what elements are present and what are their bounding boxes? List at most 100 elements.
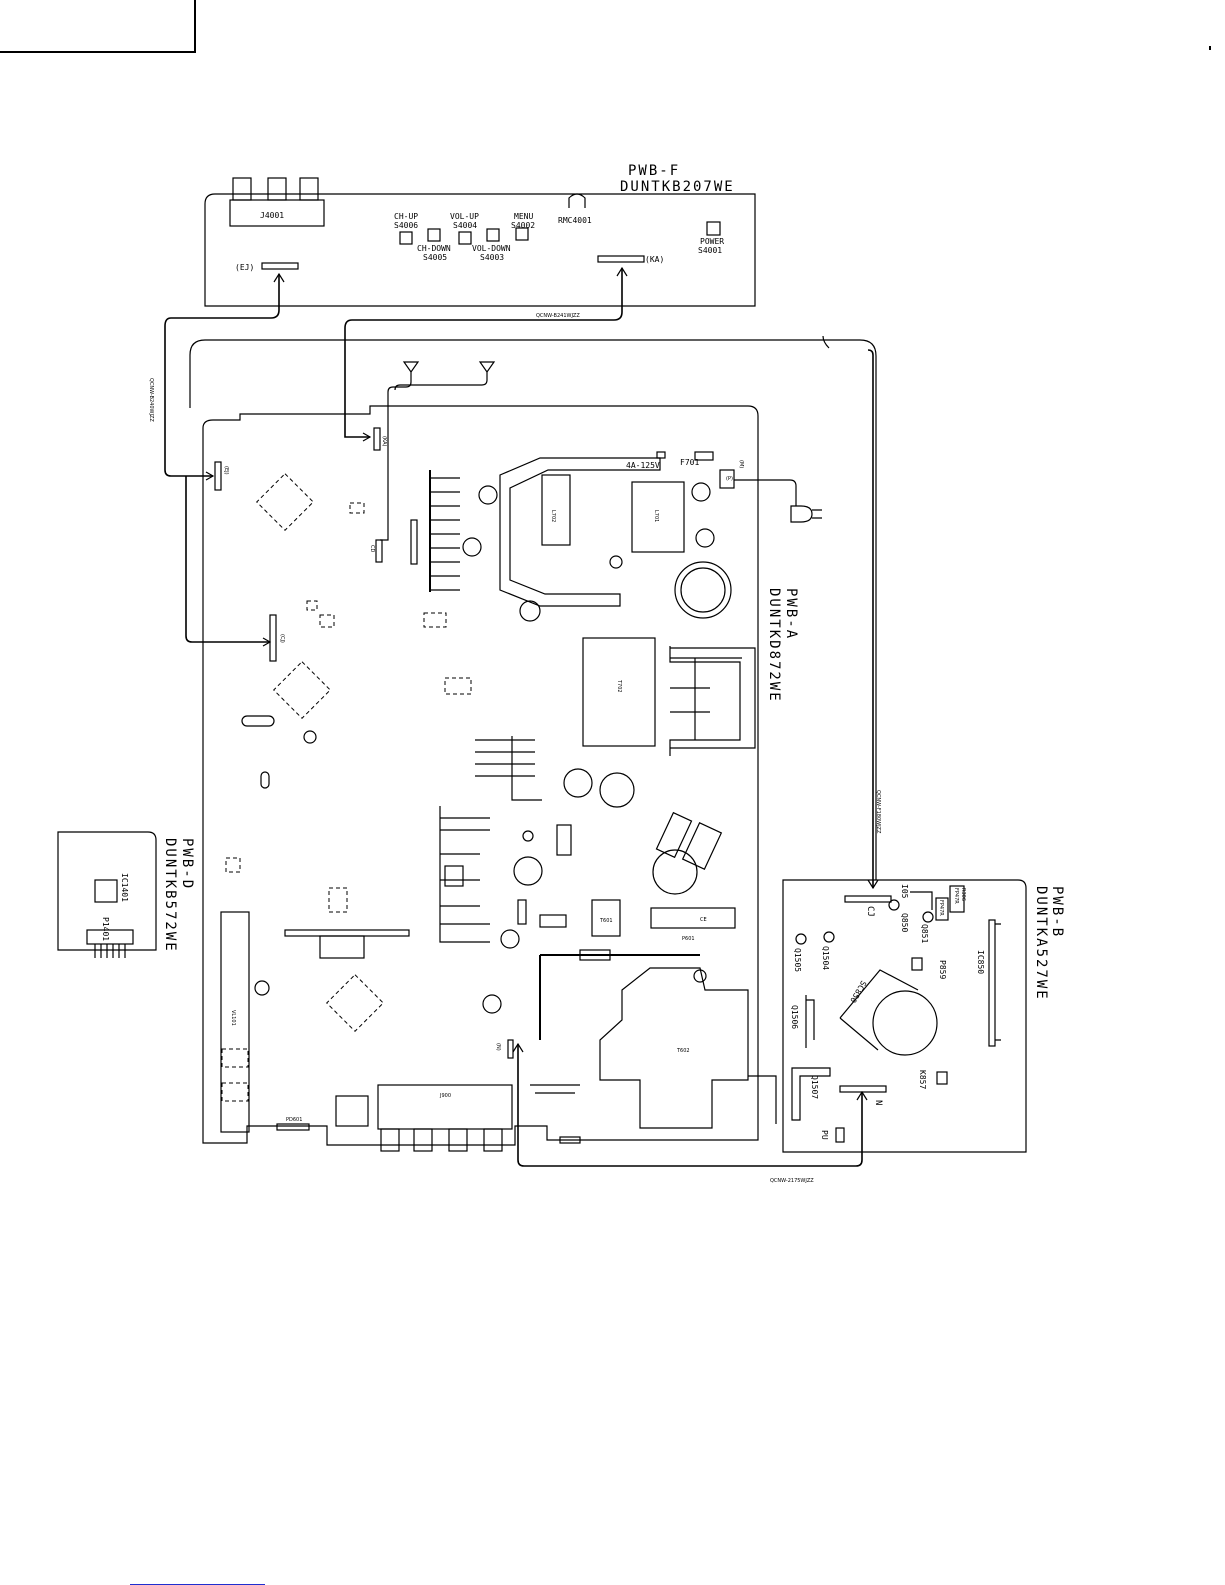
conn-ej-f-label: (EJ): [235, 263, 254, 272]
cable-right-label: QCNW-F180WJZZ: [875, 790, 881, 834]
cable-bottom-label: QCNW-2175WJZZ: [770, 1178, 814, 1184]
l702-label: L702: [550, 510, 556, 522]
q1505-label: Q1505: [793, 948, 802, 972]
pwb-b-board: PWB-B DUNTKA527WE CJ I05 FP47R FP47R R30…: [782, 879, 1065, 1153]
q850-label: Q850: [900, 913, 909, 932]
i05-label: I05: [900, 884, 909, 899]
conn-ka-a-label: (KA): [381, 436, 387, 447]
t601-label: T601: [599, 918, 613, 924]
ic850: [988, 919, 996, 1047]
power-label: POWER: [700, 237, 724, 246]
pwb-b-part: DUNTKA527WE: [1033, 886, 1049, 1001]
p601: [650, 907, 736, 929]
menu-label: MENU: [514, 212, 533, 221]
s4001-label: S4001: [698, 246, 722, 255]
pwb-f-part: DUNTKB207WE: [620, 179, 735, 195]
ch-up-label: CH-UP: [394, 212, 418, 221]
t602-label: T602: [676, 1048, 690, 1054]
jack-j4001: J4001: [229, 177, 325, 227]
corner-mark: [1209, 46, 1211, 50]
q660: [579, 949, 611, 961]
t601: [591, 899, 621, 937]
ic1401-label: IC1401: [120, 873, 129, 902]
header-box: [0, 0, 196, 53]
speaker-right-icon: [478, 361, 496, 374]
vl101: [220, 911, 250, 1133]
sc850-socket: SC850: [839, 969, 938, 1056]
f701-label: F701: [680, 458, 699, 467]
s4006-label: S4006: [394, 221, 418, 230]
fp47r-b-label: FP47R: [953, 888, 959, 904]
j4001-label: J4001: [260, 211, 284, 220]
ic1401: [94, 879, 118, 903]
ac-plug-icon: [790, 505, 813, 523]
sc850-label: SC850: [848, 979, 868, 1005]
switch-s4004: [458, 231, 472, 245]
power-trace: [499, 457, 661, 607]
conn-n-b-label: N: [873, 1100, 883, 1105]
vol-down-label: VOL-DOWN: [472, 244, 511, 253]
l701-label: L701: [653, 510, 659, 522]
t602-flyback: [599, 967, 749, 1129]
pwb-d-board: PWB-D DUNTKB572WE IC1401 P1401: [57, 831, 195, 958]
conn-ej-f: [261, 262, 299, 270]
p601-label: P601: [682, 936, 695, 942]
x801: [319, 935, 365, 959]
p1401: [86, 929, 134, 945]
pwb-d-title: PWB-D: [179, 838, 195, 890]
pd601: [276, 1123, 310, 1131]
vl101-label: VL101: [230, 1010, 236, 1026]
fp47r-a-label: FP47R: [938, 900, 944, 916]
pwb-a-part: DUNTKD872WE: [766, 588, 782, 703]
conn-n-a: [507, 1039, 514, 1059]
cable-left-label: QCNW-B240WJZZ: [148, 378, 154, 422]
pwb-b-title: PWB-B: [1049, 886, 1065, 938]
k857-label: K857: [918, 1070, 927, 1089]
conn-n-a-label: (N): [495, 1043, 501, 1051]
s4003-label: S4003: [480, 253, 504, 262]
conn-m-label: (M): [738, 460, 744, 468]
pwb-a-title: PWB-A: [783, 588, 799, 640]
r306-label: R306: [960, 888, 966, 901]
conn-cj-a: [269, 614, 277, 662]
conn-cd: [375, 539, 383, 563]
switch-s4002: [515, 227, 529, 241]
ch-down-label: CH-DOWN: [417, 244, 451, 253]
conn-p-label: (P): [726, 476, 733, 482]
ic-diamond-1: [256, 473, 314, 531]
pwb-a-board: PWB-A DUNTKD872WE (KA) (EJ) (CJ) CD: [189, 339, 877, 1152]
switch-s4005: [427, 228, 441, 242]
ic-diamond-2: [273, 661, 331, 719]
pwb-f-title: PWB-F: [628, 163, 680, 179]
l701: [631, 481, 685, 553]
rmc4001-label: RMC4001: [558, 216, 592, 225]
j900-jack: [377, 1084, 513, 1130]
remote-receiver-icon: [568, 193, 586, 208]
conn-ka-a: [373, 427, 381, 451]
pwb-d-part: DUNTKB572WE: [162, 838, 178, 953]
conn-ej-a-label: (EJ): [223, 466, 229, 475]
s4002-label: S4002: [511, 221, 535, 230]
switch-s4003: [486, 228, 500, 242]
pwb-f-board: PWB-F DUNTKB207WE J4001 CH-UP S4006 CH-D…: [204, 163, 756, 307]
s4004-label: S4004: [453, 221, 477, 230]
heatsink-2: [475, 736, 542, 801]
q1507-label: Q1507: [810, 1075, 819, 1099]
t702-label: T702: [616, 679, 622, 693]
pu-label: PU: [820, 1130, 829, 1140]
conn-ej-a: [214, 461, 222, 491]
p1401-label: P1401: [101, 917, 110, 941]
heatsink-1: [410, 470, 460, 592]
cable-routes: QCNW-B240WJZZ QCNW-B241WJZZ QCNW-F180WJZ…: [148, 266, 881, 1184]
heatsink-3: [439, 806, 490, 943]
j900-label: J900: [439, 1093, 451, 1099]
ce-label: CE: [700, 917, 707, 923]
c705-capacitor: [674, 561, 732, 619]
q851-label: Q851: [920, 924, 929, 943]
switch-s4006: [399, 231, 413, 245]
ic-diamond-3: [326, 974, 384, 1032]
conn-cj-b: [844, 895, 892, 903]
speaker-left-icon: [402, 361, 420, 374]
conn-p: [719, 469, 735, 489]
